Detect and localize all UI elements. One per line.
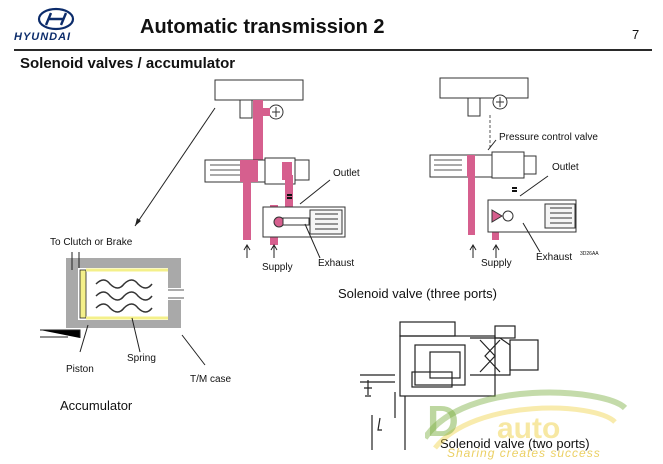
caption-two-ports: Solenoid valve (two ports) (440, 436, 590, 451)
accumulator-diagram (40, 252, 206, 366)
header-divider (14, 49, 652, 51)
watermark-tagline: Sharing creates success (447, 446, 601, 460)
label-spring: Spring (127, 353, 156, 364)
three-port-valve-left (204, 79, 346, 259)
label-outlet-right: Outlet (552, 162, 579, 173)
hyundai-logo-icon (37, 7, 75, 31)
label-supply-left: Supply (262, 262, 293, 273)
page-number: 7 (632, 27, 640, 42)
label-pressure-control-valve: Pressure control valve (499, 132, 598, 143)
figure-code: 3D26AA (580, 251, 599, 257)
caption-three-ports: Solenoid valve (three ports) (338, 286, 497, 301)
svg-text:auto: auto (497, 412, 560, 445)
two-port-valve (360, 321, 539, 450)
label-outlet-left: Outlet (333, 168, 360, 179)
label-to-clutch-or-brake: To Clutch or Brake (50, 237, 133, 248)
svg-text:D: D (427, 397, 459, 446)
three-port-valve-right (429, 77, 577, 258)
caption-accumulator: Accumulator (60, 398, 133, 413)
pointer-line (134, 107, 216, 227)
label-exhaust-left: Exhaust (318, 258, 355, 269)
label-tm-case: T/M case (190, 374, 232, 385)
brand-wordmark: HYUNDAI (14, 31, 72, 43)
label-piston: Piston (66, 364, 94, 375)
watermark-logo-icon: D auto (425, 389, 628, 450)
section-subtitle: Solenoid valves / accumulator (20, 55, 236, 72)
label-exhaust-right: Exhaust (536, 252, 573, 263)
label-supply-right: Supply (481, 258, 512, 269)
page-title: Automatic transmission 2 (140, 16, 385, 38)
